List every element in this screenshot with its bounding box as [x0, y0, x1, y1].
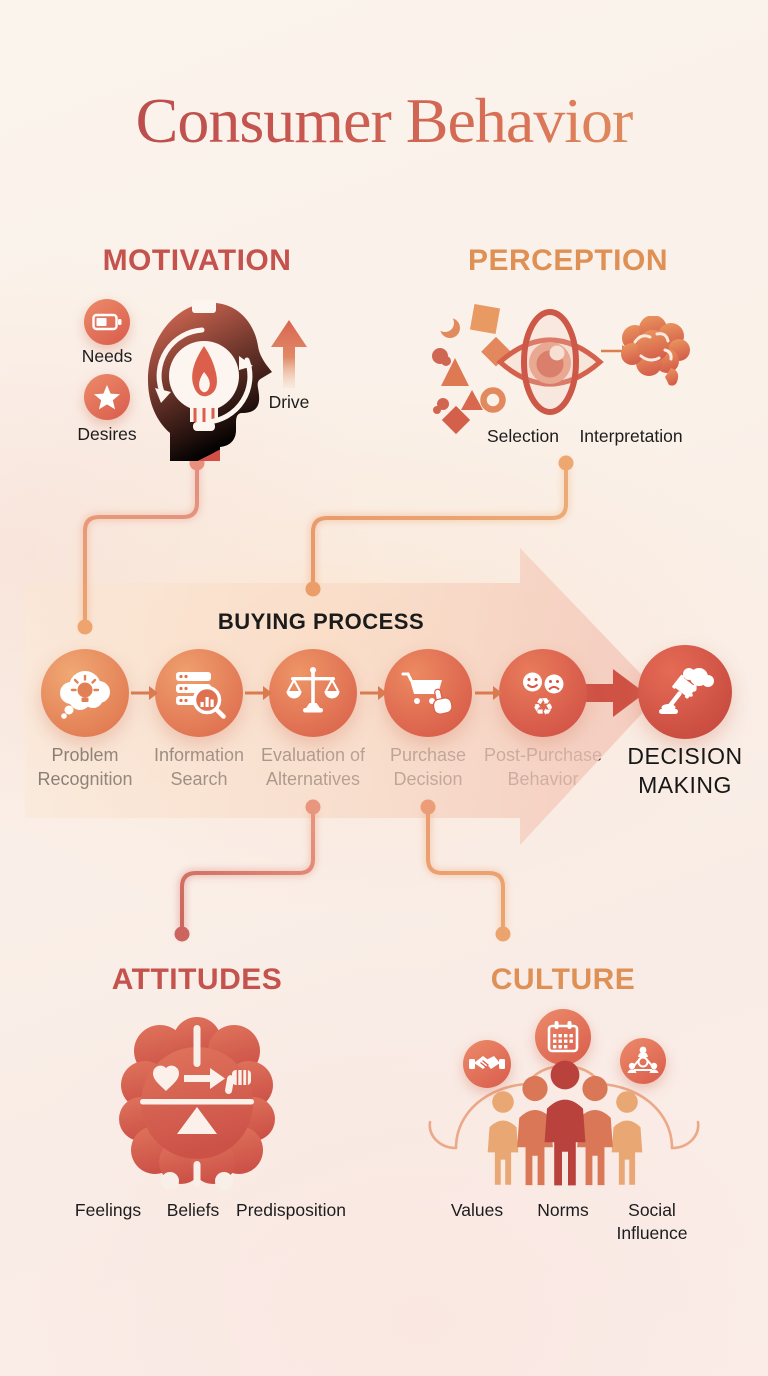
head-lightbulb-flame-icon [148, 300, 272, 461]
cart-click-icon [401, 672, 453, 715]
svg-text:♻: ♻ [532, 693, 554, 721]
step-post-purchase-badge: ♻ [499, 649, 587, 737]
buying-process-heading: BUYING PROCESS [217, 609, 425, 634]
up-arrow-icon [271, 320, 307, 388]
social-influence-badge [620, 1038, 666, 1084]
needs-badge [84, 299, 130, 345]
battery-icon [92, 313, 122, 331]
step-purchase-decision-badge [384, 649, 472, 737]
norms-badge [535, 1009, 591, 1065]
brain-heart-thumbsdown-balance-icon [119, 1017, 275, 1190]
values-label: Values [450, 1200, 504, 1220]
handshake-icon [469, 1056, 505, 1069]
gavel-thought-icon [659, 668, 714, 714]
thick-arrow-icon [583, 669, 645, 717]
faces-recycle-icon: ♻ [523, 672, 564, 721]
interpretation-label: Interpretation [579, 426, 683, 446]
calendar-icon [547, 1021, 579, 1053]
thought-lightbulb-icon [60, 671, 110, 719]
needs-label: Needs [81, 346, 133, 366]
step-evaluation-badge [269, 649, 357, 737]
brain-icon [621, 316, 690, 386]
desires-badge [84, 374, 130, 420]
database-magnifier-icon [176, 672, 226, 719]
culture-heading: CULTURE [490, 963, 636, 996]
selection-label: Selection [487, 426, 559, 446]
network-icon [627, 1046, 659, 1073]
social-influence-label: Social Influence [616, 1200, 688, 1243]
decision-making-label: DECISION MAKING [627, 743, 743, 799]
step-problem-recognition-badge [41, 649, 129, 737]
norms-label: Norms [537, 1200, 589, 1220]
eye-icon [496, 309, 604, 415]
motivation-heading: MOTIVATION [102, 244, 292, 277]
drive-label: Drive [268, 392, 310, 412]
step-arrow-icon [245, 686, 272, 700]
page-title: Consumer Behavior [0, 84, 768, 158]
connector-dots [77, 455, 574, 942]
feelings-label: Feelings [74, 1200, 142, 1220]
desires-label: Desires [77, 424, 137, 444]
beliefs-label: Beliefs [166, 1200, 220, 1220]
attitudes-heading: ATTITUDES [111, 963, 283, 996]
balance-scale-icon [286, 667, 340, 713]
decision-making-badge [638, 645, 732, 739]
step-arrow-icon [360, 686, 387, 700]
step-information-search-badge [155, 649, 243, 737]
perception-heading: PERCEPTION [467, 244, 669, 277]
step-arrow-icon [475, 686, 502, 700]
step-arrow-icon [131, 686, 158, 700]
values-badge [463, 1040, 511, 1088]
star-icon [94, 384, 120, 409]
people-group-icon [487, 1060, 643, 1186]
predisposition-label: Predisposition [236, 1200, 346, 1220]
